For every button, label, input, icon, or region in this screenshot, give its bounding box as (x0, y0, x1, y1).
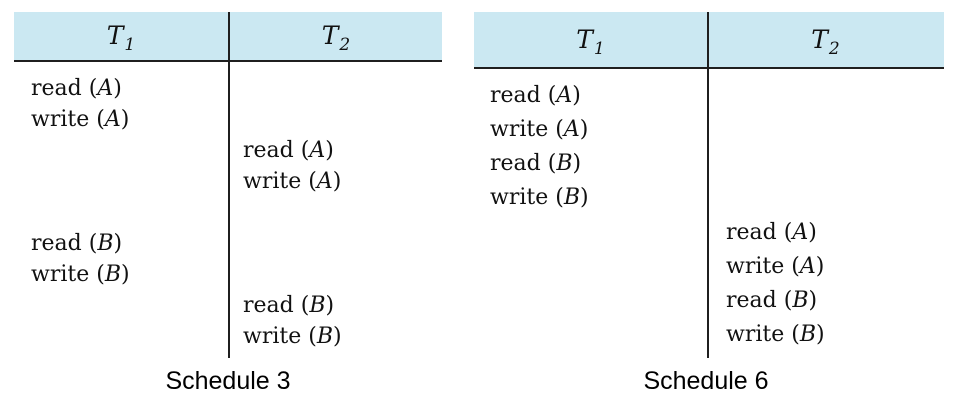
schedule-6-step: read (A) (726, 220, 817, 245)
schedule-6-step: write (A) (726, 254, 825, 279)
schedule-3-step: read (B) (243, 293, 335, 318)
schedule-3-column-divider (228, 12, 230, 358)
schedule-6-step: read (A) (490, 83, 581, 108)
schedule-3-step: read (B) (31, 231, 123, 256)
schedule-6-col-t2-heading: T2 (811, 25, 840, 59)
schedule-6-step: write (B) (726, 322, 825, 347)
schedule-6-step: read (B) (490, 151, 582, 176)
schedule-6-column-divider (707, 12, 709, 358)
schedule-6-table: T1 T2 read (A) write (A) read (B) write … (474, 12, 944, 358)
schedule-3-step: write (A) (243, 169, 342, 194)
schedule-3-col-t2-heading: T2 (321, 21, 351, 55)
schedule-6-caption: Schedule 6 (643, 367, 769, 395)
schedule-3-table: T1 T2 read (A) write (A) read (A) write … (14, 12, 442, 358)
schedule-6-header (474, 12, 944, 69)
schedule-3-step: read (A) (31, 76, 122, 101)
schedule-3-step: write (A) (31, 107, 130, 132)
schedule-3-step: read (A) (243, 138, 334, 163)
schedule-6-step: write (A) (490, 117, 589, 142)
schedule-6-col-t1-heading: T1 (576, 25, 605, 59)
schedule-3-step: write (B) (243, 324, 342, 349)
schedule-6-step: write (B) (490, 185, 589, 210)
schedule-3-col-t1-heading: T1 (106, 21, 136, 55)
schedule-3-step: write (B) (31, 262, 130, 287)
schedule-3-caption: Schedule 3 (165, 367, 291, 395)
schedule-6-step: read (B) (726, 288, 818, 313)
